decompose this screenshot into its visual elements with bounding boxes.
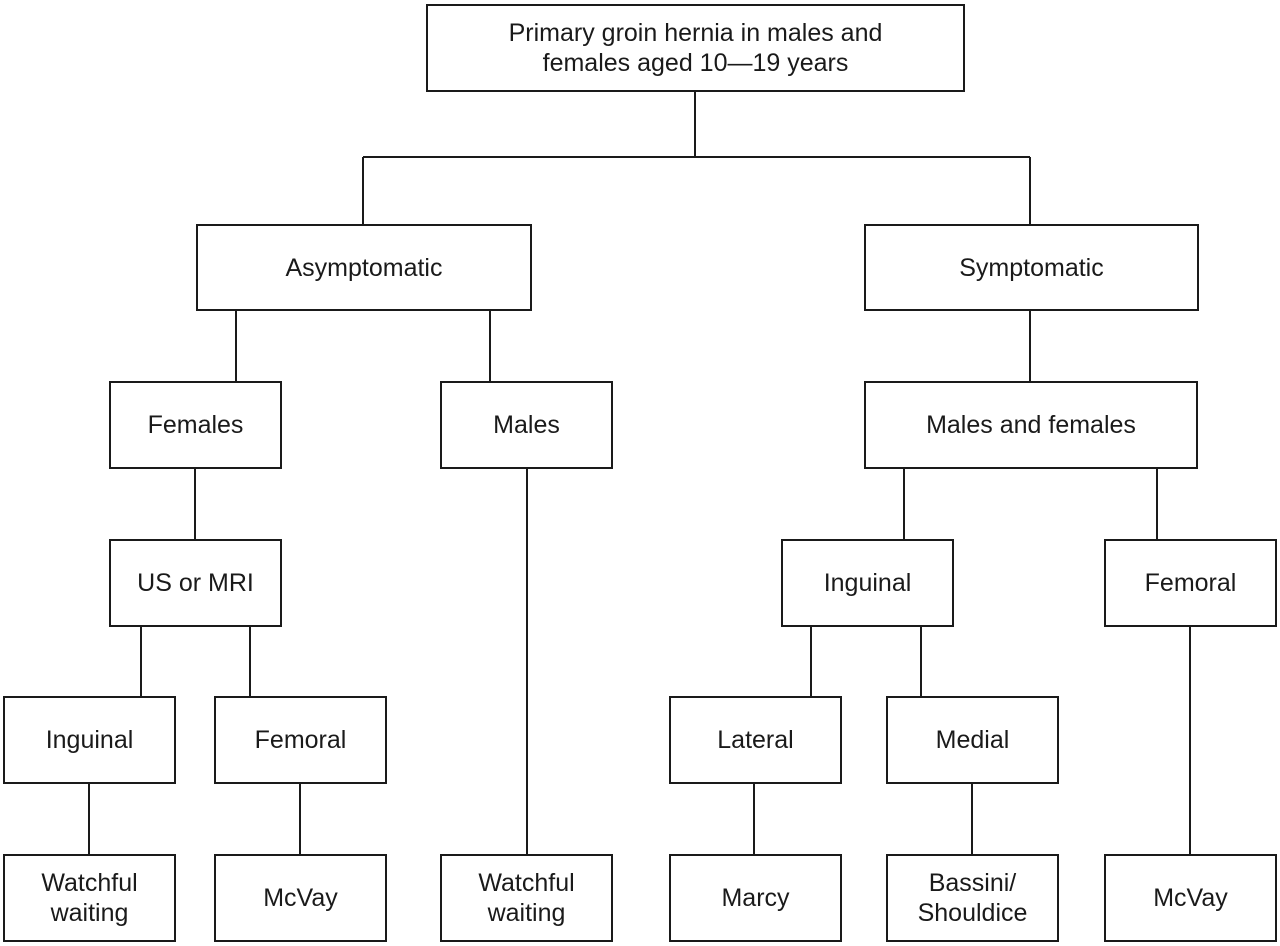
node-males-and-females: Males and females	[864, 381, 1198, 469]
node-medial: Medial	[886, 696, 1059, 784]
node-mcvay-symptomatic: McVay	[1104, 854, 1277, 942]
node-inguinal-symptomatic: Inguinal	[781, 539, 954, 627]
node-femoral-asymptomatic: Femoral	[214, 696, 387, 784]
node-root: Primary groin hernia in males and female…	[426, 4, 965, 92]
node-mcvay-asymptomatic: McVay	[214, 854, 387, 942]
node-watchful-waiting-females: Watchful waiting	[3, 854, 176, 942]
node-females: Females	[109, 381, 282, 469]
node-symptomatic: Symptomatic	[864, 224, 1199, 311]
node-us-or-mri: US or MRI	[109, 539, 282, 627]
node-inguinal-asymptomatic: Inguinal	[3, 696, 176, 784]
node-asymptomatic: Asymptomatic	[196, 224, 532, 311]
node-males: Males	[440, 381, 613, 469]
node-femoral-symptomatic: Femoral	[1104, 539, 1277, 627]
node-watchful-waiting-males: Watchful waiting	[440, 854, 613, 942]
node-lateral: Lateral	[669, 696, 842, 784]
node-marcy: Marcy	[669, 854, 842, 942]
node-bassini-shouldice: Bassini/ Shouldice	[886, 854, 1059, 942]
